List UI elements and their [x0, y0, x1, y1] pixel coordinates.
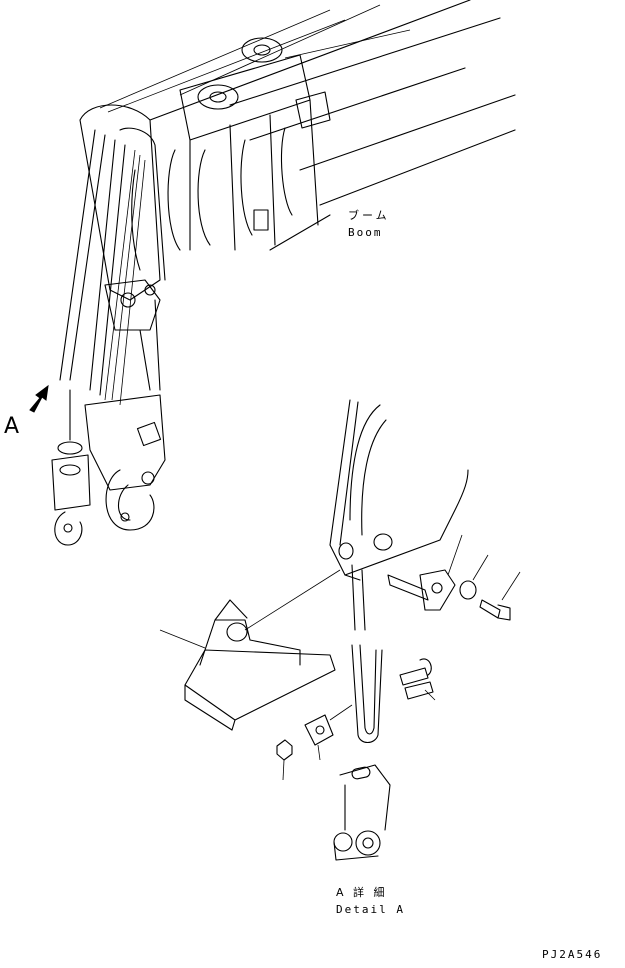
boom-label-en: Boom [348, 226, 383, 239]
detail-label-jp: A 詳 細 [336, 886, 388, 899]
view-marker-label: A [4, 414, 20, 439]
drawing-code: PJ2A546 [542, 948, 603, 961]
detail-a-assembly [159, 399, 521, 861]
boom-assembly [59, 0, 516, 406]
auxiliary-hook [51, 389, 91, 546]
main-hook-block [84, 394, 166, 531]
detail-label-en: Detail A [336, 903, 405, 916]
view-arrow [29, 384, 49, 413]
boom-label-jp: ブーム [348, 209, 390, 222]
